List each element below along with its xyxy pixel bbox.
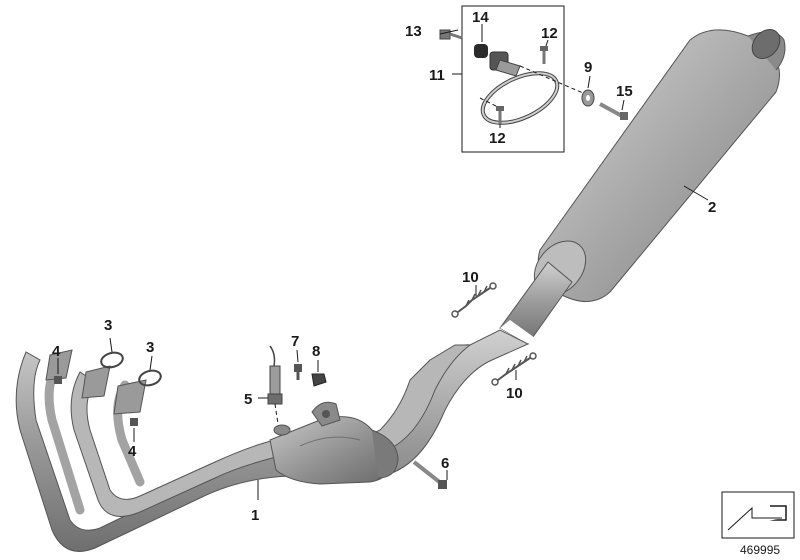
label-part-5: 5 [244, 391, 252, 408]
label-part-2: 2 [708, 199, 716, 216]
catalog-number: 469995 [740, 543, 780, 557]
spring-10-lower-icon [491, 352, 537, 386]
manifold-assembly [15, 329, 530, 552]
screw-13-icon [439, 29, 463, 40]
label-part-13: 13 [405, 23, 422, 40]
label-part-8: 8 [312, 343, 320, 360]
oxygen-sensor-5-icon [267, 345, 283, 425]
screw-12-lower-icon [496, 106, 504, 124]
link-pipe [499, 261, 573, 345]
view-direction-icon [721, 491, 795, 539]
label-part-6: 6 [441, 455, 449, 472]
label-part-4b: 4 [128, 443, 137, 460]
gasket-3a-icon [100, 351, 124, 369]
label-part-4a: 4 [52, 343, 61, 360]
label-part-12a: 12 [541, 25, 558, 42]
nut-8-icon [311, 373, 327, 387]
label-part-11: 11 [429, 67, 445, 84]
clamp-detail-box [461, 5, 591, 153]
nut-4a-icon [54, 376, 62, 384]
label-part-10a: 10 [462, 269, 479, 286]
label-part-3b: 3 [146, 339, 154, 356]
spring-10-upper-icon [451, 282, 497, 318]
screw-7-icon [294, 364, 302, 380]
label-part-12b: 12 [489, 130, 506, 147]
label-part-7: 7 [291, 333, 299, 350]
label-part-1: 1 [251, 507, 259, 524]
leader-lines [57, 24, 709, 500]
label-part-14: 14 [472, 9, 489, 26]
screw-12-upper-icon [540, 46, 548, 64]
rear-silencer [533, 29, 786, 302]
label-part-3a: 3 [104, 317, 112, 334]
label-part-9: 9 [584, 59, 592, 76]
label-part-10b: 10 [506, 385, 523, 402]
washer-9-icon [581, 89, 595, 107]
bolt-6-icon [412, 460, 447, 489]
gasket-3b-icon [138, 369, 162, 387]
nut-4b-icon [130, 418, 138, 426]
label-part-15: 15 [616, 83, 633, 100]
bolt-15-icon [599, 102, 628, 120]
